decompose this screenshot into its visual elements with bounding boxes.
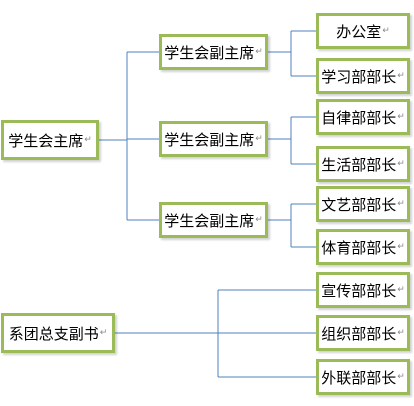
paragraph-mark: ↵ (397, 285, 405, 295)
paragraph-mark: ↵ (255, 134, 263, 144)
paragraph-mark: ↵ (397, 159, 405, 169)
node-label: 办公室 (336, 22, 382, 41)
node-label: 生活部部长 (321, 155, 397, 174)
node-label: 学生会主席 (8, 131, 84, 150)
node-vice-president-3: 学生会副主席↵ (159, 202, 268, 238)
node-vice-president-1: 学生会副主席↵ (159, 34, 268, 70)
paragraph-mark: ↵ (397, 328, 405, 338)
node-external-relations-dept: 外联部部长↵ (316, 359, 410, 395)
paragraph-mark: ↵ (397, 372, 405, 382)
node-publicity-dept: 宣传部部长↵ (316, 272, 410, 308)
node-sports-dept: 体育部部长↵ (316, 229, 410, 265)
node-student-union-president: 学生会主席↵ (1, 120, 99, 160)
node-office: 办公室↵ (316, 13, 410, 49)
paragraph-mark: ↵ (382, 26, 390, 36)
node-label: 自律部部长 (321, 108, 397, 127)
paragraph-mark: ↵ (255, 215, 263, 225)
connector-root-vp (99, 51, 159, 221)
node-label: 体育部部长 (321, 238, 397, 257)
paragraph-mark: ↵ (397, 242, 405, 252)
node-life-dept: 生活部部长↵ (316, 146, 410, 182)
node-study-dept: 学习部部长↵ (316, 58, 410, 94)
node-label: 组织部部长 (321, 324, 397, 343)
paragraph-mark: ↵ (397, 199, 405, 209)
paragraph-mark: ↵ (84, 135, 92, 145)
node-label: 宣传部部长 (321, 281, 397, 300)
node-arts-dept: 文艺部部长↵ (316, 186, 410, 222)
node-organization-dept: 组织部部长↵ (316, 315, 410, 351)
connector-vp3-children (268, 203, 316, 248)
node-label: 学生会副主席 (164, 211, 255, 230)
connector-vp1-children (268, 30, 316, 77)
paragraph-mark: ↵ (99, 328, 108, 338)
node-discipline-dept: 自律部部长↵ (316, 99, 410, 135)
paragraph-mark: ↵ (397, 112, 405, 122)
node-league-deputy-secretary: 系团总支副书↵ (1, 313, 115, 353)
paragraph-mark: ↵ (397, 71, 405, 81)
node-label: 学习部部长 (321, 67, 397, 86)
node-label: 学生会副主席 (164, 130, 255, 149)
connector-vp2-children (268, 116, 316, 165)
connector-secretary-children (115, 289, 316, 378)
node-vice-president-2: 学生会副主席↵ (159, 121, 268, 157)
node-label: 学生会副主席 (164, 43, 255, 62)
node-label: 系团总支副书 (8, 324, 99, 343)
paragraph-mark: ↵ (255, 47, 263, 57)
node-label: 文艺部部长 (321, 195, 397, 214)
node-label: 外联部部长 (321, 368, 397, 387)
